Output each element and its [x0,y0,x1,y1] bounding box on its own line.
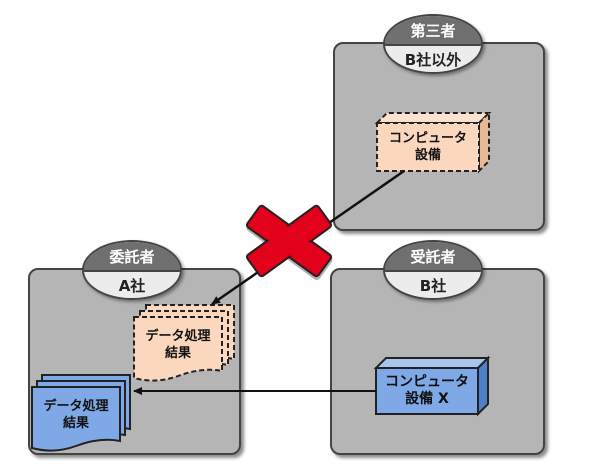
third-party-computer-cube [374,110,492,174]
contractor-computer-cube [373,355,491,417]
leaked-result-line1: データ処理 [145,329,211,344]
third-party-computer-line1: コンピュータ [388,131,467,146]
client-pill: 委託者 A社 [82,240,182,300]
third-party-computer-line2: 設備 [414,148,441,163]
contractor-pill: 受託者 B社 [383,240,483,300]
contractor-computer-line2: 設備 X [405,391,449,407]
client-result-line2: 結果 [62,416,89,431]
third-party-computer-label: コンピュータ 設備 [377,123,479,171]
leaked-result-label: データ処理 結果 [134,320,222,370]
client-result-line1: データ処理 [43,399,109,414]
client-result-label: データ処理 結果 [32,390,120,440]
client-result-stack [31,374,131,452]
red-x-cross-icon [245,204,333,280]
contractor-computer-line1: コンピュータ [385,374,469,390]
leaked-result-stack [133,304,235,382]
leaked-result-line2: 結果 [164,346,191,361]
contractor-computer-label: コンピュータ 設備 X [376,368,478,414]
